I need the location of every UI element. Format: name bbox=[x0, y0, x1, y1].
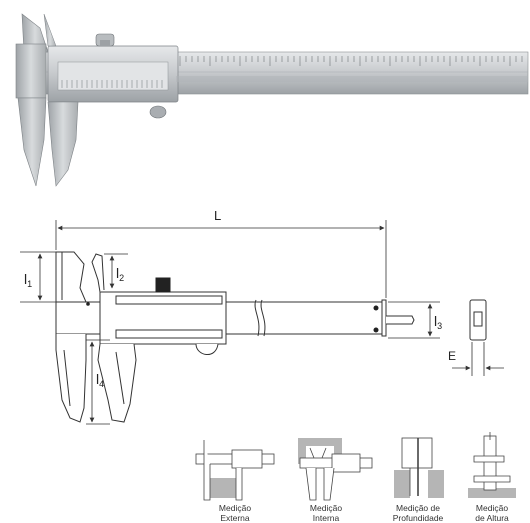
drawing-fixed-inside-jaw bbox=[55, 251, 87, 303]
vernier-scale bbox=[61, 80, 163, 88]
caliper-photo bbox=[15, 13, 529, 187]
mode-caption-4-line2: de Altura bbox=[475, 513, 509, 523]
drawing-slider-inside-jaw bbox=[91, 253, 105, 293]
drawing-locking-screw bbox=[155, 277, 171, 293]
mode-caption-3-line1: Medição de bbox=[396, 503, 440, 513]
mode-caption-2-line2: Interna bbox=[313, 513, 340, 523]
drawing-depth-rod bbox=[386, 315, 415, 325]
thumb-wheel bbox=[149, 105, 167, 119]
fixed-jaw-body bbox=[15, 43, 47, 99]
mode-caption-1-line2: Externa bbox=[220, 513, 250, 523]
mode-caption-3-line2: Profundidade bbox=[393, 513, 444, 523]
mode-caption-4-line1: Medição bbox=[476, 503, 508, 513]
drawing-slider-outside-jaw bbox=[97, 343, 137, 423]
mode-external-icon bbox=[195, 440, 275, 501]
label-L: L bbox=[214, 208, 221, 223]
caliper-drawing bbox=[55, 251, 487, 423]
drawing-thumb-wheel bbox=[195, 343, 219, 355]
vernier-window bbox=[57, 61, 169, 91]
slider-outside-jaw bbox=[47, 101, 79, 187]
mode-height-icon bbox=[468, 432, 516, 498]
mode-depth-icon bbox=[394, 437, 444, 498]
dimension-lines bbox=[20, 220, 504, 425]
label-l4: l4 bbox=[96, 371, 104, 389]
label-E: E bbox=[448, 349, 456, 363]
mode-caption-2-line1: Medição bbox=[310, 503, 342, 513]
label-l2: l2 bbox=[116, 265, 124, 283]
slider-inside-jaw bbox=[43, 13, 57, 47]
label-l3: l3 bbox=[434, 313, 442, 331]
label-l1: l1 bbox=[24, 271, 32, 289]
fixed-outside-jaw bbox=[17, 97, 47, 187]
drawing-fixed-outside-jaw bbox=[55, 334, 87, 423]
dimension-labels: L l1 l2 l3 l4 E bbox=[24, 208, 456, 389]
mode-internal-icon bbox=[298, 438, 373, 501]
mode-caption-1-line1: Medição bbox=[219, 503, 251, 513]
